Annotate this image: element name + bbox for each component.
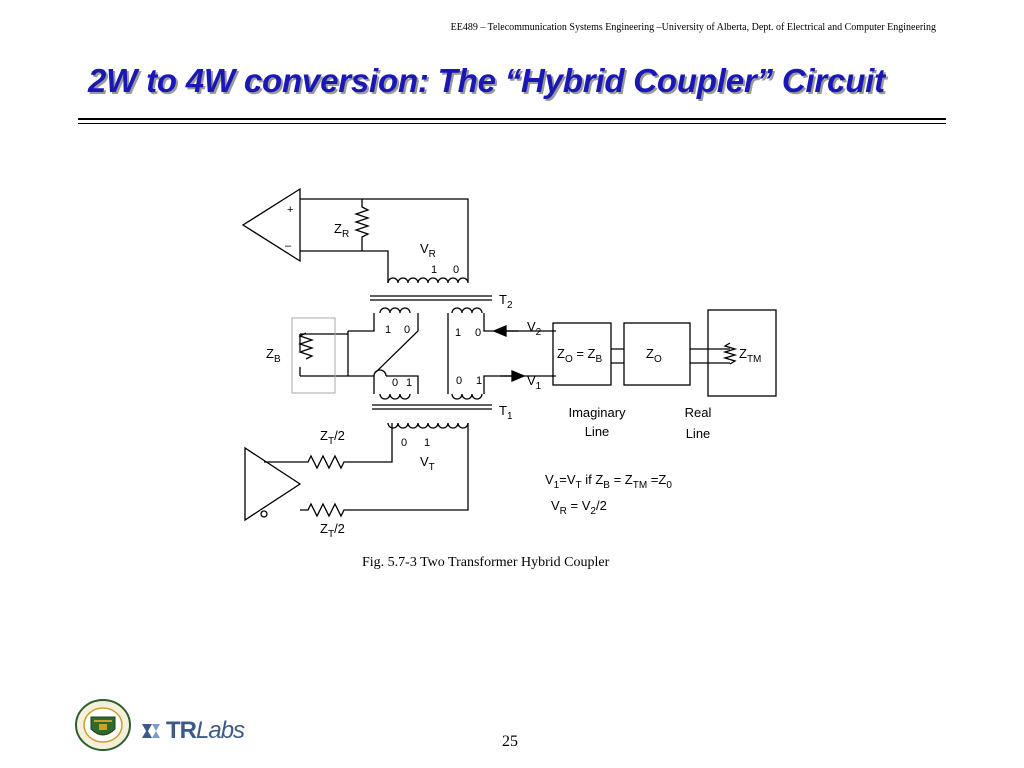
- svg-text:1: 1: [431, 264, 437, 276]
- wire-amp-top: [300, 198, 469, 282]
- wire-cross: [375, 313, 419, 373]
- title-rule-thin: [78, 123, 946, 124]
- svg-text:0: 0: [453, 264, 459, 276]
- figure-caption: Fig. 5.7-3 Two Transformer Hybrid Couple…: [362, 555, 610, 570]
- minus-label: –: [285, 240, 292, 252]
- svg-text:0: 0: [456, 375, 462, 387]
- imaginary-line-box: [552, 322, 612, 386]
- wire-crossover-arc: [373, 369, 387, 377]
- resistor-zt-top: [264, 423, 393, 470]
- real-line-label-2: Line: [686, 426, 711, 441]
- zo-label: ZO: [646, 346, 662, 365]
- zo-box: [623, 322, 691, 386]
- resistor-zt-bottom: [300, 423, 469, 518]
- imaginary-line-label-1: Imaginary: [568, 405, 626, 420]
- wire-link-2: [690, 348, 730, 364]
- vr-label: VR: [420, 241, 436, 260]
- zt-top-label: ZT/2: [320, 428, 345, 447]
- t1-label: T1: [499, 403, 513, 422]
- svg-text:0: 0: [475, 327, 481, 339]
- t1-left-winding: [379, 393, 411, 400]
- page-number: 25: [502, 733, 518, 750]
- wire-left-bottom: [348, 375, 375, 394]
- wire-left-top: [348, 313, 375, 332]
- bottom-amplifier: [244, 446, 302, 522]
- resistor-ztm: [722, 342, 738, 365]
- trlabs-mark-icon: [142, 724, 160, 738]
- svg-text:0: 0: [401, 437, 407, 449]
- svg-text:0: 0: [404, 324, 410, 336]
- svg-text:1: 1: [455, 327, 461, 339]
- wire-zr-down: [300, 250, 389, 283]
- t2-left-winding: [379, 307, 411, 314]
- v2-label: V2: [527, 319, 542, 338]
- zt-bottom-label: ZT/2: [320, 521, 345, 540]
- equation-2: VR = V2/2: [551, 498, 607, 517]
- zb-outline: [291, 317, 336, 394]
- svg-text:1: 1: [385, 324, 391, 336]
- real-line-box: [707, 309, 777, 397]
- zr-label: ZR: [334, 221, 349, 240]
- equation-1: V1=VT if ZB = ZTM =Z0: [545, 472, 672, 491]
- top-amplifier: [241, 187, 301, 263]
- svg-text:1: 1: [476, 375, 482, 387]
- t2-right-winding: [451, 307, 483, 314]
- t2-label: T2: [499, 292, 513, 311]
- real-line-label-1: Real: [685, 405, 712, 420]
- title-rule-thick: [78, 118, 946, 120]
- svg-text:0: 0: [392, 377, 398, 389]
- zo-zb-label: ZO = ZB: [557, 346, 603, 365]
- wire-zb-box: [300, 333, 348, 377]
- t1-right-winding: [451, 393, 483, 400]
- wire-link-1: [611, 348, 624, 364]
- course-header: EE489 – Telecommunication Systems Engine…: [450, 22, 936, 33]
- trlabs-tr-text: TR: [166, 717, 197, 744]
- slide-title: 2W to 4W conversion: The “Hybrid Coupler…: [88, 62, 885, 99]
- plus-label: +: [287, 204, 293, 216]
- svg-text:1: 1: [424, 437, 430, 449]
- ztm-label: ZTM: [739, 346, 761, 365]
- wire-right-bottom: [386, 375, 419, 394]
- vt-label: VT: [420, 454, 435, 473]
- resistor-zb: [297, 332, 315, 360]
- resistor-zr: [353, 199, 371, 251]
- wire-v2-top: [483, 313, 556, 332]
- zb-label: ZB: [266, 346, 281, 365]
- wire-v1-bottom: [483, 375, 556, 394]
- t2-top-winding: [387, 277, 469, 284]
- trlabs-labs-text: Labs: [196, 717, 245, 744]
- t1-bottom-winding: [387, 422, 469, 429]
- imaginary-line-label-2: Line: [585, 424, 610, 439]
- university-seal-logo: [75, 699, 131, 751]
- svg-text:1: 1: [406, 377, 412, 389]
- v1-label: V1: [527, 373, 542, 392]
